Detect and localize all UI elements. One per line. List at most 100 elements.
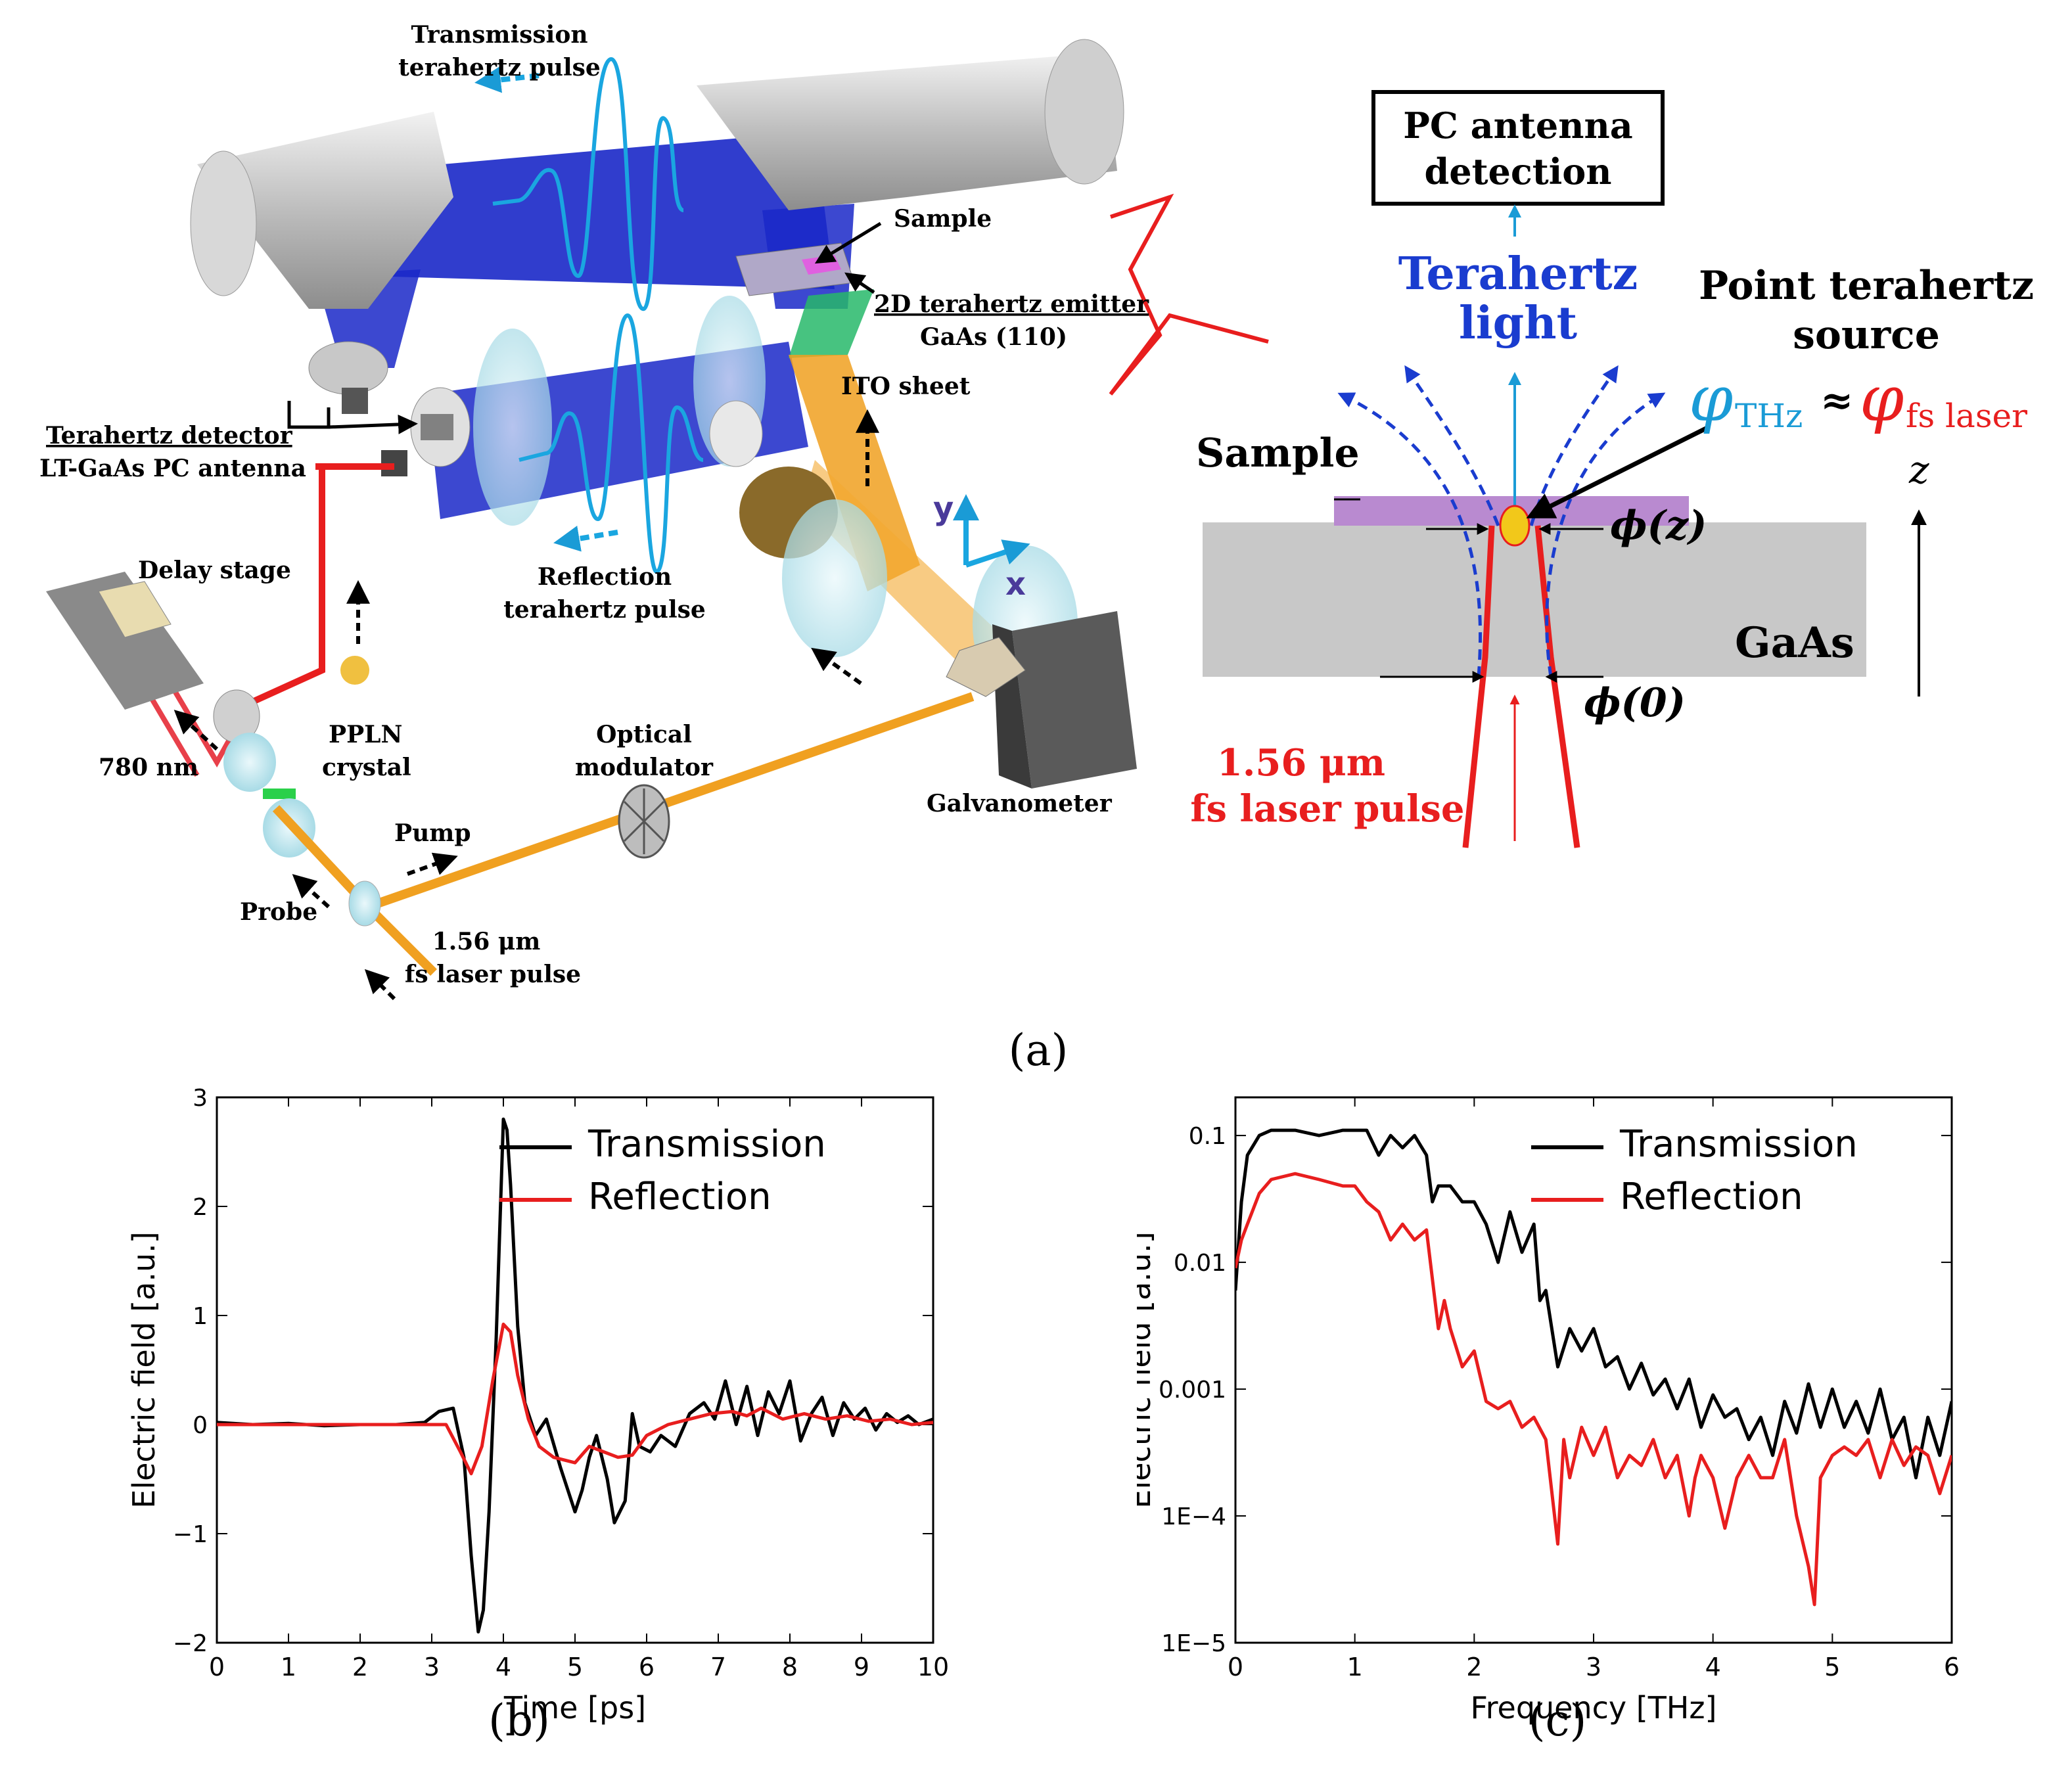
point-source-diagram [1203, 90, 1927, 848]
z-axis-label: z [1908, 447, 1929, 492]
y-tick-label: 0.001 [1159, 1377, 1226, 1404]
point-source-1: Point terahertz [1699, 263, 2034, 309]
series-line-reflection [217, 1322, 933, 1476]
label-pump: Pump [394, 819, 471, 847]
callout-lines [287, 221, 882, 434]
y-tick-label: 0.1 [1189, 1123, 1226, 1150]
label-galvanometer: Galvanometer [927, 790, 1113, 817]
x-tick-label: 4 [495, 1653, 511, 1681]
x-tick-label: 1 [281, 1653, 296, 1681]
label-laser-1: 1.56 μm [432, 928, 541, 955]
right-parabolic-mirror [697, 39, 1124, 210]
label-reflection-2: terahertz pulse [503, 596, 706, 624]
x-tick-label: 7 [710, 1653, 726, 1681]
transmission-pulse-wave [492, 57, 685, 311]
delay-stage [46, 572, 204, 710]
y-tick-label: 0.01 [1174, 1250, 1226, 1277]
plot-frame [1234, 1096, 1953, 1644]
optical-modulator [618, 784, 670, 859]
gaas-label: GaAs [1735, 618, 1854, 668]
phi-z-label: ϕ(z) [1610, 503, 1707, 549]
legend-label-transmission: Transmission [587, 1123, 826, 1166]
y-tick-label: 1E−5 [1161, 1630, 1226, 1657]
x-tick-label: 9 [854, 1653, 869, 1681]
label-laser-2: fs laser pulse [405, 961, 581, 988]
box-label-2: detection [1424, 150, 1611, 193]
y-tick-label: 3 [193, 1085, 208, 1112]
transmission-direction-arrow [474, 66, 540, 93]
x-tick-label: 8 [782, 1653, 798, 1681]
label-ito: ITO sheet [841, 373, 971, 400]
approx-symbol: ≈ [1820, 378, 1853, 424]
direction-arrows [173, 409, 879, 1001]
x-tick-label: 6 [639, 1653, 655, 1681]
figure-a-schematic: y x [39, 21, 2034, 1001]
x-tick-label: 2 [1466, 1653, 1482, 1681]
caption-b: (b) [488, 1695, 550, 1746]
label-ppln-2: crystal [322, 754, 411, 781]
y-tick-label: −2 [173, 1630, 208, 1657]
y-tick-label: 2 [193, 1194, 208, 1221]
box-label-1: PC antenna [1403, 104, 1632, 147]
axis-y-label: y [933, 490, 954, 527]
laser-beam-orange [272, 692, 975, 976]
series-line-transmission [1235, 1128, 1952, 1480]
pump-beam-fan [709, 355, 1078, 703]
gaas-slab [1203, 522, 1866, 677]
x-tick-label: 4 [1705, 1653, 1721, 1681]
label-transmission-1: Transmission [411, 21, 587, 49]
y-tick-label: 1 [193, 1303, 208, 1330]
laser-label-right-2: fs laser pulse [1190, 787, 1464, 831]
y-tick-label: 1E−4 [1161, 1503, 1226, 1530]
label-detector-2: LT-GaAs PC antenna [39, 455, 306, 482]
label-detector-1: Terahertz detector [46, 422, 293, 449]
label-emitter-1: 2D terahertz emitter [874, 290, 1149, 318]
label-modulator-2: modulator [575, 754, 714, 781]
phi-fs-symbol: φ [1860, 362, 1904, 436]
label-sample-left: Sample [894, 205, 992, 233]
x-tick-label: 10 [917, 1653, 949, 1681]
label-probe: Probe [240, 898, 317, 926]
x-tick-label: 0 [209, 1653, 225, 1681]
legend-label-transmission: Transmission [1619, 1123, 1858, 1166]
thz-light-1: Terahertz [1398, 248, 1638, 300]
label-780nm: 780 nm [99, 754, 198, 781]
phi-thz-subscript: THz [1735, 397, 1803, 435]
x-tick-label: 5 [1824, 1653, 1840, 1681]
legend-label-reflection: Reflection [588, 1176, 771, 1218]
x-tick-label: 3 [1586, 1653, 1601, 1681]
label-ppln-1: PPLN [329, 721, 402, 748]
y-tick-label: 0 [193, 1412, 208, 1439]
x-tick-label: 0 [1228, 1653, 1243, 1681]
label-transmission-2: terahertz pulse [398, 54, 601, 81]
galvanometer [946, 611, 1137, 789]
laser-label-right-1: 1.56 μm [1217, 741, 1385, 785]
pc-antenna-box [1371, 90, 1665, 206]
label-modulator-1: Optical [596, 721, 692, 748]
label-emitter-2: GaAs (110) [920, 323, 1067, 351]
phi-0-label: ϕ(0) [1584, 680, 1686, 726]
x-tick-label: 3 [424, 1653, 440, 1681]
zoom-bracket [1109, 193, 1269, 396]
x-tick-label: 6 [1944, 1653, 1960, 1681]
terahertz-detector [308, 341, 471, 476]
axis-x-label: x [1005, 566, 1026, 603]
x-axis-label: Time [ps] [503, 1690, 646, 1726]
label-reflection-1: Reflection [538, 563, 672, 591]
sample-label-right: Sample [1196, 430, 1360, 476]
caption-c: (c) [1528, 1695, 1587, 1746]
y-tick-label: −1 [173, 1521, 208, 1548]
y-axis-label: Electric field [a.u.] [126, 1231, 162, 1508]
caption-a-text: (a) [1008, 1025, 1069, 1076]
point-source-2: source [1793, 312, 1940, 358]
x-tick-label: 2 [352, 1653, 368, 1681]
phi-thz-symbol: φ [1689, 362, 1733, 436]
series-line-reflection [1235, 1172, 1952, 1607]
sample-emitter-stack [735, 242, 874, 358]
legend-label-reflection: Reflection [1620, 1176, 1803, 1218]
x-tick-label: 1 [1347, 1653, 1363, 1681]
series-line-transmission [217, 1117, 933, 1634]
thz-light-2: light [1459, 297, 1578, 350]
phi-fs-subscript: fs laser [1906, 397, 2027, 435]
